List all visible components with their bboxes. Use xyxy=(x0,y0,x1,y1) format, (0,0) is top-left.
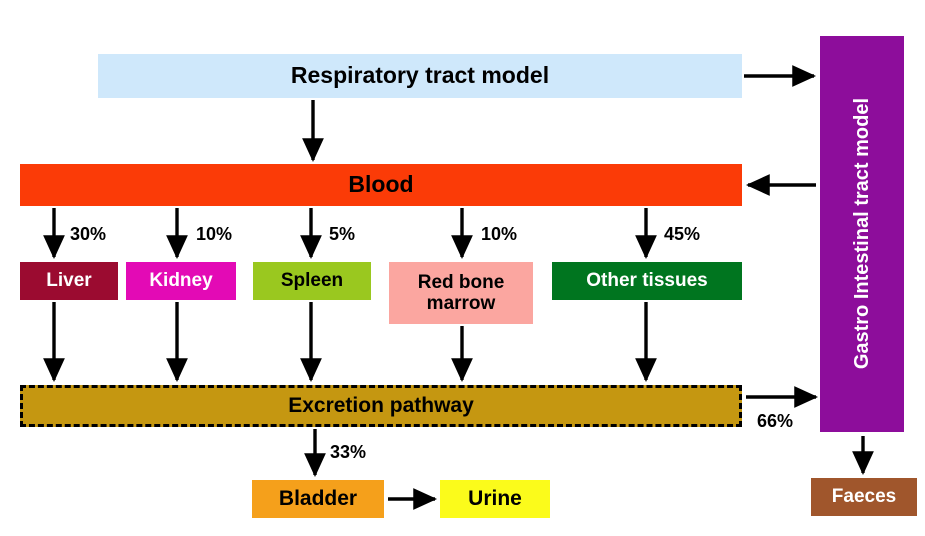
node-gastro-intestinal-tract-model[interactable]: Gastro Intestinal tract model xyxy=(820,36,904,432)
node-label: Excretion pathway xyxy=(288,394,474,418)
node-spleen[interactable]: Spleen xyxy=(253,262,371,300)
node-label: Respiratory tract model xyxy=(290,62,550,89)
node-excretion-pathway[interactable]: Excretion pathway xyxy=(20,385,742,427)
node-kidney[interactable]: Kidney xyxy=(126,262,236,300)
node-label: Other tissues xyxy=(586,270,708,292)
node-blood[interactable]: Blood xyxy=(20,164,742,206)
flow-label-spleen: 5% xyxy=(329,224,356,244)
node-bladder[interactable]: Bladder xyxy=(252,480,384,518)
node-label: Gastro Intestinal tract model xyxy=(851,98,873,370)
flow-label-bladder: 33% xyxy=(330,442,367,462)
node-label: Liver xyxy=(46,270,92,292)
node-red-bone-marrow[interactable]: Red bone marrow xyxy=(389,262,533,324)
flow-label-marrow: 10% xyxy=(481,224,518,244)
node-label: Blood xyxy=(348,171,414,198)
flow-label-other-tissues: 45% xyxy=(664,224,701,244)
node-label: Faeces xyxy=(831,486,897,508)
flow-label-kidney: 10% xyxy=(196,224,233,244)
node-liver[interactable]: Liver xyxy=(20,262,118,300)
flow-label-gi-tract: 66% xyxy=(757,411,794,431)
node-respiratory-tract-model[interactable]: Respiratory tract model xyxy=(98,54,742,98)
node-urine[interactable]: Urine xyxy=(440,480,550,518)
node-label: Kidney xyxy=(149,270,213,292)
node-label: Spleen xyxy=(280,270,344,292)
node-faeces[interactable]: Faeces xyxy=(811,478,917,516)
node-other-tissues[interactable]: Other tissues xyxy=(552,262,742,300)
node-label: Red bone marrow xyxy=(417,271,505,314)
flow-label-liver: 30% xyxy=(70,224,107,244)
node-label: Bladder xyxy=(278,487,358,511)
node-label: Urine xyxy=(468,487,522,511)
